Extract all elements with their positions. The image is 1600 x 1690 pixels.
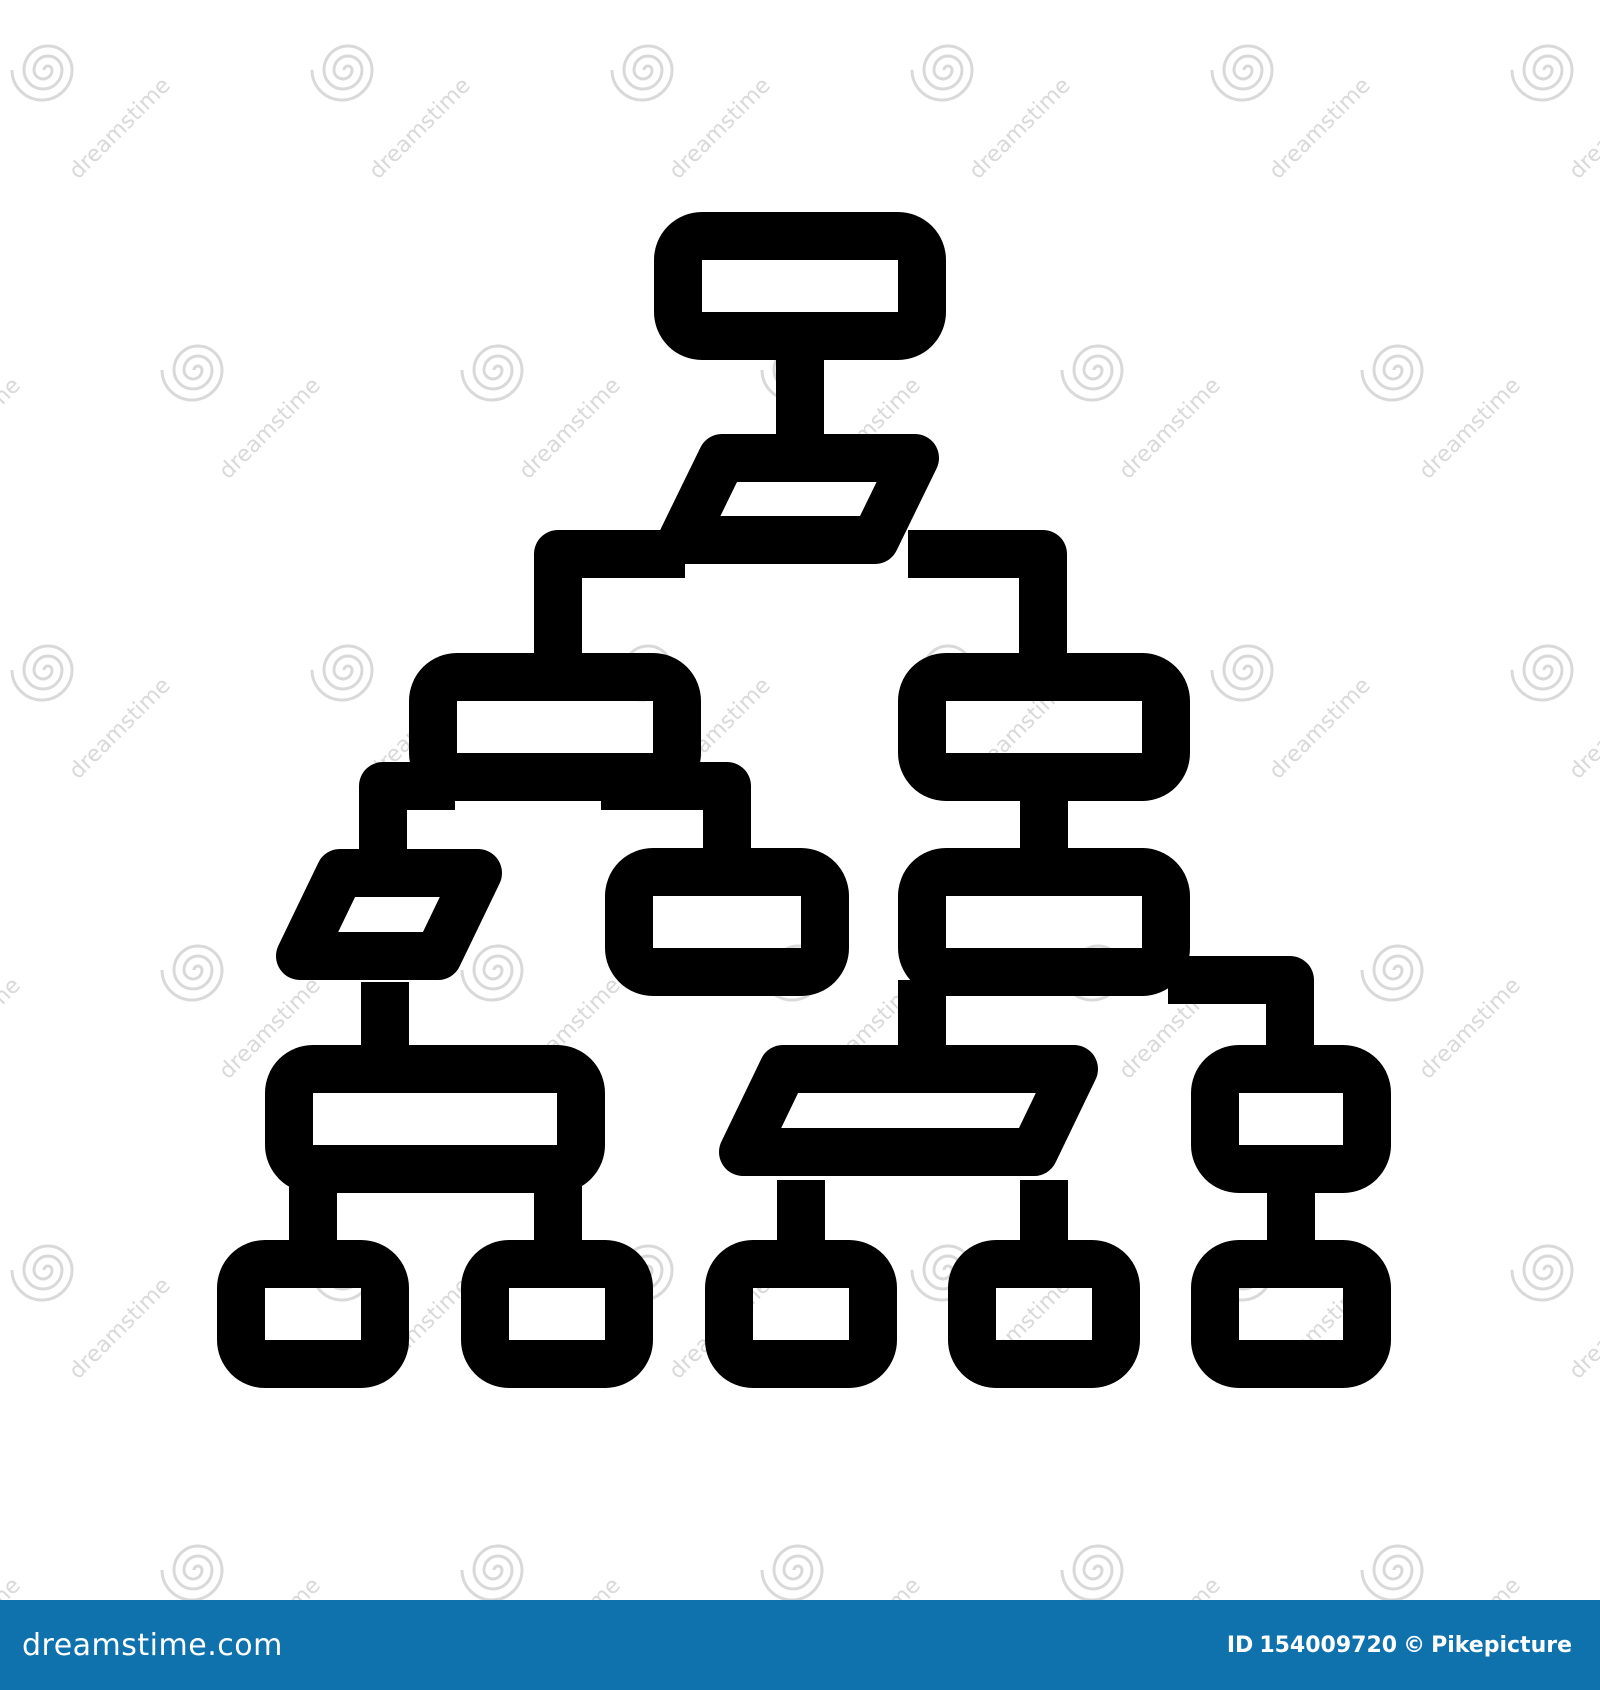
connector-level1 <box>534 530 1067 656</box>
node-level3-right <box>898 848 1190 996</box>
decision-node-right <box>719 1045 1098 1176</box>
decision-node-left <box>276 849 502 980</box>
dreamstime-logo: dreamstime.com <box>22 1627 283 1663</box>
node-level3-middle <box>605 848 849 996</box>
leaf-node-1 <box>217 1240 409 1388</box>
leaf-node-3 <box>705 1240 897 1388</box>
leaf-node-4 <box>948 1240 1140 1388</box>
decision-node-top <box>658 434 939 564</box>
node-level4-right <box>1191 1045 1391 1193</box>
root-node <box>654 212 946 360</box>
node-level2-left <box>409 653 701 801</box>
node-level4-left <box>265 1045 605 1193</box>
copyright-symbol: © <box>1403 1632 1426 1658</box>
image-id: 154009720 <box>1259 1632 1398 1658</box>
author-name: Pikepicture <box>1431 1632 1572 1658</box>
leaf-node-2 <box>461 1240 653 1388</box>
flowchart-icon <box>217 212 1391 1388</box>
leaf-node-5 <box>1191 1240 1391 1388</box>
node-level2-right <box>898 653 1190 801</box>
id-label: ID <box>1226 1632 1254 1658</box>
